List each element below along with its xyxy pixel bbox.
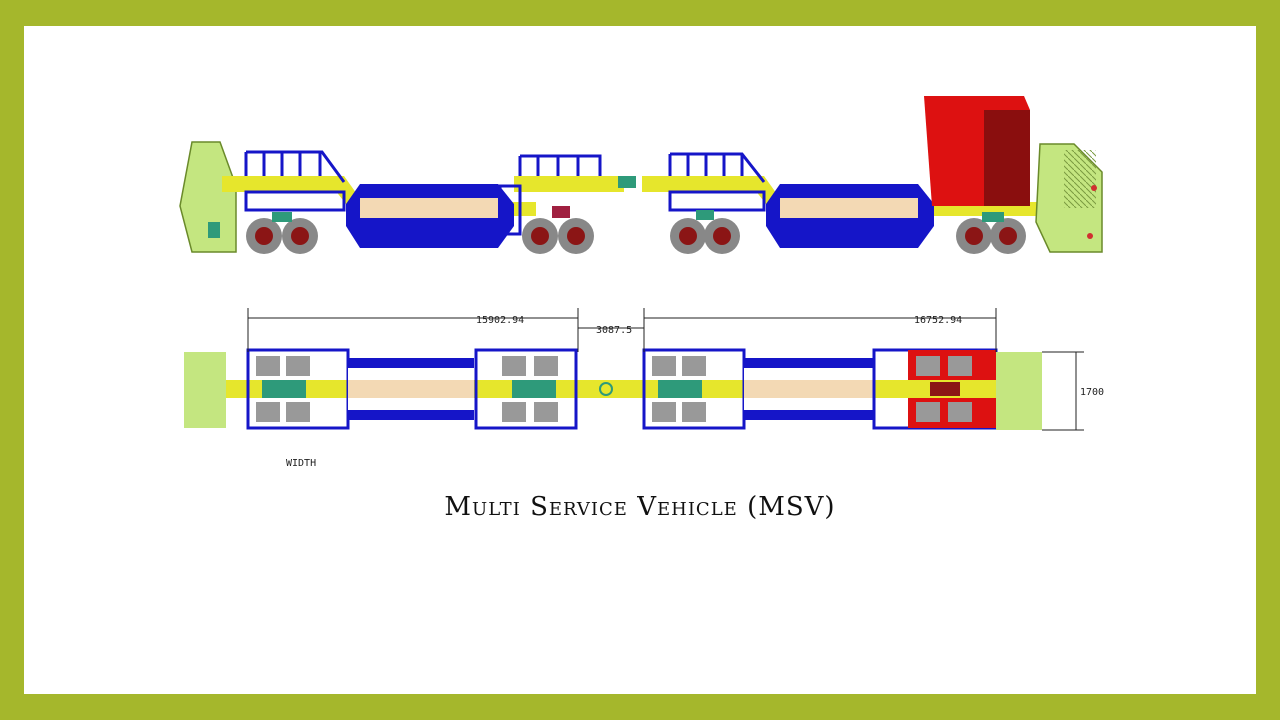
front-end-cap <box>179 141 237 253</box>
dim-height: 1700 <box>1080 387 1104 398</box>
trailer-unit-3 <box>642 152 936 254</box>
dim-gap: 3087.5 <box>596 325 632 336</box>
tractor-unit <box>924 96 1044 254</box>
dim-rear-unit-length: 16752.94 <box>914 315 962 326</box>
top-tractor <box>872 348 998 430</box>
dim-front-unit-length: 15902.94 <box>476 315 524 326</box>
trailer-unit-2 <box>498 154 636 254</box>
top-rear-cap <box>996 352 1042 430</box>
msv-diagram: 15902.94 3087.5 16752.94 1700 WIDTH <box>179 96 1104 469</box>
rear-end-cap <box>1035 143 1103 253</box>
top-unit-2 <box>474 348 613 430</box>
diagram-caption: Multi Service Vehicle (MSV) <box>444 492 836 522</box>
side-view <box>179 96 1103 254</box>
dimension-lines <box>247 308 1084 431</box>
top-unit-1 <box>246 348 474 430</box>
top-view <box>184 348 1042 430</box>
top-front-cap <box>184 352 226 428</box>
top-unit-3 <box>642 348 874 430</box>
dim-width-label: WIDTH <box>286 458 316 469</box>
trailer-unit-1 <box>222 150 536 254</box>
slide: 15902.94 3087.5 16752.94 1700 WIDTH Mult… <box>24 26 1256 694</box>
